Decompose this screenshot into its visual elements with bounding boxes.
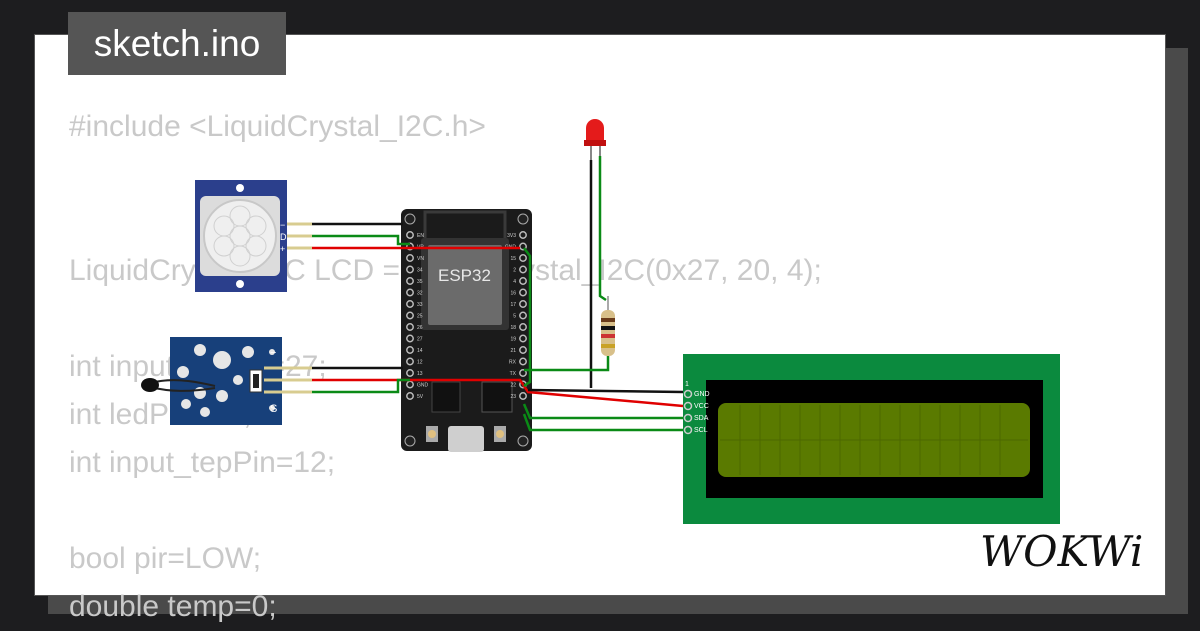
code-line: double temp=0; (69, 590, 277, 623)
temperature-sensor[interactable]: − S (141, 337, 312, 425)
esp32-pin-label: 26 (417, 325, 423, 331)
file-tab[interactable]: sketch.ino (68, 12, 286, 75)
pir-pin-label: − (280, 220, 285, 230)
esp32-pin-label: 32 (417, 291, 423, 297)
esp32-pin[interactable] (406, 392, 414, 400)
esp32-pin-label: 19 (510, 337, 516, 343)
esp32-pin[interactable] (519, 369, 527, 377)
esp32-pin[interactable] (519, 265, 527, 274)
esp32-pin-label: 22 (510, 383, 516, 389)
esp32-pin[interactable] (519, 357, 527, 366)
esp32-pin-label: RX (509, 360, 517, 366)
esp32-pin[interactable] (406, 369, 414, 377)
esp32-pin-label: 33 (417, 302, 423, 308)
esp32-pin-label: 15 (510, 256, 516, 262)
esp32-pin-label: 4 (513, 279, 516, 285)
esp32-pin[interactable] (519, 288, 527, 297)
lcd-module[interactable]: 1 GND VCC SDA SCL (683, 354, 1060, 524)
lcd-pin-number: 1 (685, 381, 689, 388)
resistor[interactable] (601, 296, 615, 356)
esp32-pin[interactable] (406, 380, 414, 389)
lcd-pin-label: GND (694, 391, 710, 398)
esp32-pin[interactable] (406, 357, 414, 366)
code-line: #include <LiquidCrystal_I2C.h> (69, 110, 486, 143)
esp32-pin-label: 5 (513, 314, 516, 320)
esp32-pin[interactable] (519, 300, 527, 308)
esp32-pin-label: 2 (513, 268, 516, 274)
esp32-pin-label: 5V (417, 394, 424, 400)
pir-pin-label: + (280, 244, 285, 254)
code-line: int input_tepPin=12; (69, 446, 336, 479)
esp32-pin[interactable] (406, 323, 414, 331)
esp32-pin[interactable] (406, 265, 414, 274)
logo-text: WOKWi (980, 527, 1143, 576)
wokwi-logo: WOKWi (980, 527, 1143, 576)
esp32-pin-label: TX (510, 371, 517, 377)
esp32-pin[interactable] (519, 334, 527, 343)
esp32-pin-label: 16 (510, 291, 516, 297)
esp32-pin[interactable] (519, 311, 527, 320)
esp32-label: ESP32 (438, 266, 491, 285)
esp32-pin[interactable] (406, 311, 414, 320)
esp32-pin[interactable] (519, 254, 527, 262)
esp32-pin-label: GND (417, 383, 429, 389)
lcd-pin-label: VCC (694, 403, 709, 410)
esp32-pin[interactable] (519, 231, 527, 239)
esp32-pin-label: 3V3 (507, 233, 516, 239)
esp32-pin[interactable] (406, 300, 414, 308)
esp32-pin[interactable] (406, 231, 414, 239)
lcd-pin-label: SCL (694, 427, 708, 434)
pir-pin-label: D (280, 232, 287, 242)
esp32-pin[interactable] (519, 277, 527, 285)
esp32-pin[interactable] (406, 254, 414, 262)
wires (312, 156, 684, 432)
esp32-pin[interactable] (406, 277, 414, 285)
esp32-pin-label: VN (417, 256, 424, 262)
esp32-pin-label: 18 (510, 325, 516, 331)
esp32-pin-label: 23 (510, 394, 516, 400)
esp32-pin[interactable] (406, 346, 414, 354)
esp32-pin[interactable] (519, 323, 527, 331)
lcd-pin-label: SDA (694, 415, 709, 422)
esp32-pin-label: 21 (510, 348, 516, 354)
code-line: bool pir=LOW; (69, 542, 262, 575)
temp-pin-label: − (270, 347, 276, 359)
pir-sensor[interactable]: − D + (195, 180, 312, 292)
esp32-pin-label: EN (417, 233, 424, 239)
esp32-pin-label: 12 (417, 360, 423, 366)
esp32-pin[interactable] (519, 392, 527, 400)
esp32-pin-label: 27 (417, 337, 423, 343)
temp-pin-label: S (270, 403, 277, 415)
esp32-pin-label: 25 (417, 314, 423, 320)
esp32-pin[interactable] (519, 346, 527, 354)
esp32-pin-label: 17 (510, 302, 516, 308)
esp32-pin[interactable] (406, 288, 414, 297)
esp32-pin-label: 14 (417, 348, 423, 354)
esp32-pin-label: 34 (417, 268, 423, 274)
esp32-pin[interactable] (406, 334, 414, 343)
esp32-pin-label: 13 (417, 371, 423, 377)
esp32-pin-label: 35 (417, 279, 423, 285)
red-led[interactable] (584, 119, 606, 160)
